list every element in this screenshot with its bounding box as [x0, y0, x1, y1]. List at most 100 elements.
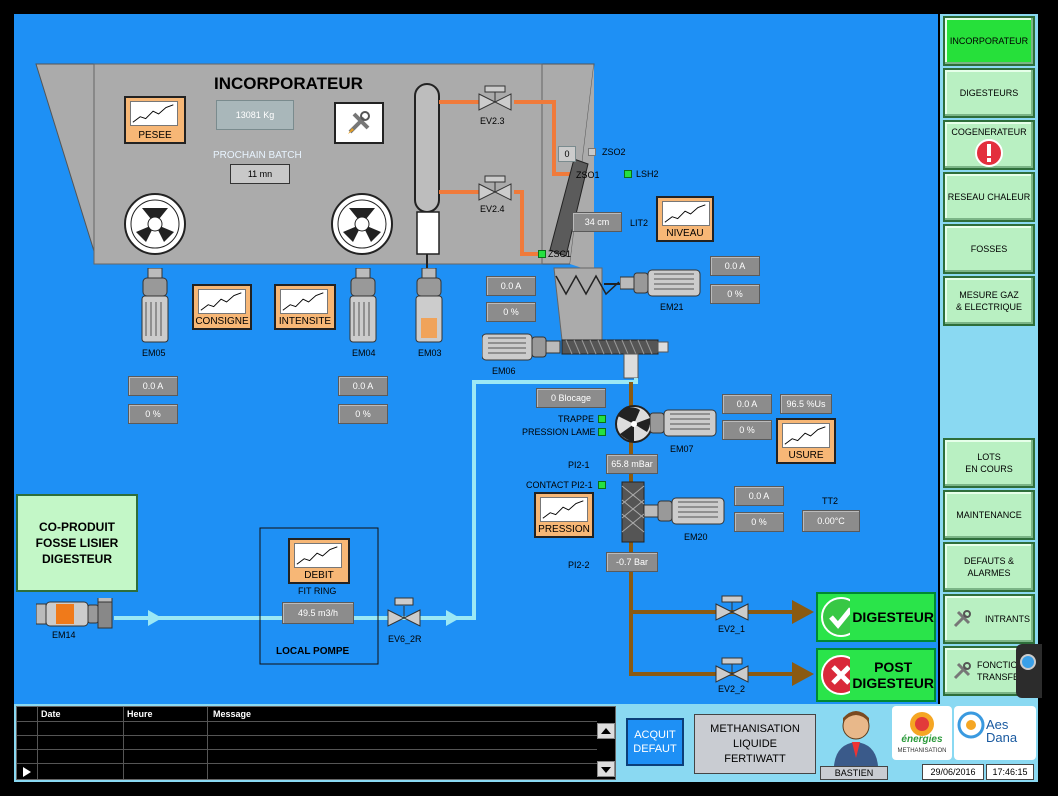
nav-label: FOSSES	[970, 244, 1008, 254]
tt2-label: TT2	[822, 496, 839, 506]
weight-display: 13081 Kg	[216, 100, 294, 130]
local-pompe-box	[259, 527, 379, 665]
energies-logo: énergies METHANISATION	[892, 706, 952, 760]
energies-logo-icon	[910, 712, 934, 736]
debit-button[interactable]: DEBIT	[288, 538, 350, 584]
scroll-handle[interactable]	[1016, 644, 1042, 698]
cross-icon	[821, 655, 851, 695]
aesdana-logo-icon	[957, 711, 985, 739]
intensite-label: INTENSITE	[278, 316, 332, 327]
trend-chart-icon	[280, 289, 328, 314]
nav-intrants[interactable]: INTRANTS	[943, 594, 1035, 644]
motor-em04-icon[interactable]	[348, 267, 378, 348]
em04-percent: 0 %	[338, 404, 388, 424]
current-date: 29/06/2016	[922, 764, 984, 780]
nav-incorporateur[interactable]: INCORPORATEUR	[943, 16, 1035, 66]
pi21-value: 65.8 mBar	[606, 454, 658, 474]
motor-em14-icon[interactable]	[35, 595, 116, 630]
pression-label: PRESSION	[538, 524, 590, 535]
blocage-value: 0 Blocage	[536, 388, 606, 408]
motor-em21-icon[interactable]	[619, 268, 702, 298]
em07-label: EM07	[670, 444, 694, 454]
em06-label: EM06	[492, 366, 516, 376]
trend-chart-icon	[540, 497, 588, 522]
em21-label: EM21	[660, 302, 684, 312]
row-pointer-icon	[23, 767, 31, 777]
col-heure: Heure	[127, 709, 153, 719]
zso2-indicator	[588, 148, 596, 156]
motor-em06-icon[interactable]	[481, 332, 562, 362]
valve-ev22	[715, 657, 749, 683]
zso1-label: ZSO1	[576, 170, 600, 180]
digesteur-button[interactable]: DIGESTEUR	[816, 592, 936, 642]
motor-em07-icon[interactable]	[649, 408, 718, 438]
em14-label: EM14	[52, 630, 76, 640]
nav-defauts[interactable]: DEFAUTS & ALARMES	[943, 542, 1035, 592]
pi21-label: PI2-1	[568, 460, 590, 470]
trend-chart-icon	[782, 423, 830, 448]
zsc1-label: ZSC1	[548, 249, 572, 259]
em21-percent: 0 %	[710, 284, 760, 304]
nav-lots[interactable]: LOTS EN COURS	[943, 438, 1035, 488]
local-pompe-label: LOCAL POMPE	[276, 646, 350, 657]
nav-maintenance[interactable]: MAINTENANCE	[943, 490, 1035, 540]
user-avatar[interactable]	[824, 706, 888, 766]
nav-label: LOTS EN COURS	[965, 452, 1013, 474]
em06-percent: 0 %	[486, 302, 536, 322]
em20-label: EM20	[684, 532, 708, 542]
check-icon	[821, 597, 851, 637]
col-date: Date	[41, 709, 61, 719]
post-digesteur-button[interactable]: POST DIGESTEUR	[816, 648, 936, 702]
ev23-label: EV2.3	[480, 116, 505, 126]
ev6-label: EV6_2R	[388, 634, 422, 644]
acquit-defaut-button[interactable]: ACQUIT DEFAUT	[626, 718, 684, 766]
niveau-button[interactable]: NIVEAU	[656, 196, 714, 242]
nav-label: MESURE GAZ & ELECTRIQUE	[955, 290, 1022, 312]
nav-reseau-chaleur[interactable]: RESEAU CHALEUR	[943, 172, 1035, 222]
valve-ev23	[478, 85, 512, 111]
nav-mesure-gaz[interactable]: MESURE GAZ & ELECTRIQUE	[943, 276, 1035, 326]
ev24-label: EV2.4	[480, 204, 505, 214]
flow-value: 49.5 m3/h	[282, 602, 354, 624]
scroll-up-button[interactable]	[597, 723, 615, 739]
aesdana-logo: Aes Dana	[954, 706, 1036, 760]
contact-pi21-indicator	[598, 481, 606, 489]
pesee-button[interactable]: PESEE	[124, 96, 186, 144]
hopper-title: INCORPORATEUR	[214, 74, 363, 93]
zsc1-indicator	[538, 250, 546, 258]
inclined-chute	[549, 158, 589, 257]
pression-button[interactable]: PRESSION	[534, 492, 594, 538]
motor-em03-icon[interactable]	[414, 267, 444, 348]
pi22-label: PI2-2	[568, 560, 590, 570]
motor-em20-icon[interactable]	[643, 496, 726, 526]
usure-button[interactable]: USURE	[776, 418, 836, 464]
next-batch-label: PROCHAIN BATCH	[213, 150, 302, 161]
consigne-button[interactable]: CONSIGNE	[192, 284, 252, 330]
scroll-down-button[interactable]	[597, 761, 615, 777]
intensite-button[interactable]: INTENSITE	[274, 284, 336, 330]
spring-em21	[555, 274, 620, 296]
lit2-value: 34 cm	[572, 212, 622, 232]
em05-percent: 0 %	[128, 404, 178, 424]
trend-chart-icon	[198, 289, 246, 314]
nav-digesteurs[interactable]: DIGESTEURS	[943, 68, 1035, 118]
em05-label: EM05	[142, 348, 166, 358]
lsh2-indicator	[624, 170, 632, 178]
nav-fosses[interactable]: FOSSES	[943, 224, 1035, 274]
pression-lame-label: PRESSION LAME	[522, 427, 596, 437]
next-batch-value: 11 mn	[230, 164, 290, 184]
nav-cogenerateur[interactable]: COGENERATEUR	[943, 120, 1035, 170]
em07-current: 0.0 A	[722, 394, 772, 414]
footer-bar: Date Heure Message ACQUIT DEFAUT METHANI…	[14, 704, 1038, 782]
pipe-cyan	[114, 378, 638, 620]
ev21-label: EV2_1	[718, 624, 746, 634]
trend-chart-icon	[130, 101, 178, 126]
coproduit-button[interactable]: CO-PRODUIT FOSSE LISIER DIGESTEUR	[16, 494, 138, 592]
em06-current: 0.0 A	[486, 276, 536, 296]
em04-current: 0.0 A	[338, 376, 388, 396]
motor-em05-icon[interactable]	[140, 267, 170, 348]
aesdana-logo-text: Aes Dana	[986, 717, 1018, 745]
fit-ring-label: FIT RING	[298, 586, 337, 596]
tools-button[interactable]	[334, 102, 384, 144]
em03-label: EM03	[418, 348, 442, 358]
